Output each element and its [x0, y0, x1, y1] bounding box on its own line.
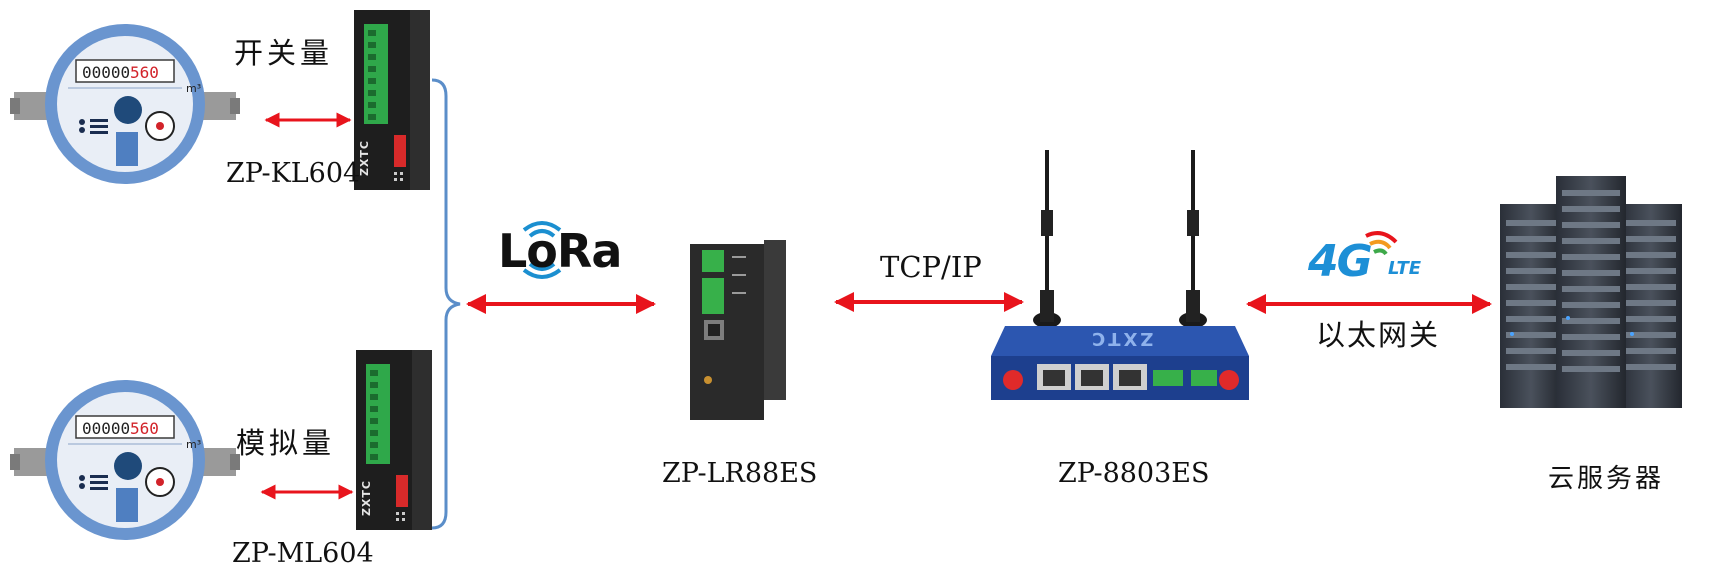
gateway-model-label: ZP-LR88ES [662, 458, 818, 489]
bus-bracket [431, 78, 461, 530]
io-module-bottom-graphic [356, 350, 432, 530]
water-meter-bottom: 00000 560 m³ [10, 378, 240, 543]
router-brand: ZXTC [1089, 328, 1154, 349]
io-module-top-graphic [354, 10, 430, 190]
module-bottom-type-label: 模拟量 [236, 426, 336, 460]
meter-bottom-unit: m³ [186, 438, 202, 451]
module-top-type-label: 开关量 [234, 36, 334, 70]
module-bottom-model-label: ZP-ML604 [232, 538, 374, 569]
tcp-ip-label: TCP/IP [880, 250, 982, 284]
water-meter-top-graphic [10, 24, 240, 184]
server-label: 云服务器 [1548, 464, 1665, 494]
meter-top-digits-red: 560 [130, 63, 159, 82]
io-module-top: ZXTC [354, 10, 430, 190]
router-graphic [991, 150, 1249, 400]
4g-lte-logo: 4G LTE [1304, 228, 1454, 298]
router-model-label: ZP-8803ES [1058, 458, 1210, 489]
4g-logo-sub: LTE [1388, 258, 1422, 279]
meter-top-digits-black: 00000 [82, 63, 131, 82]
meter-bottom-digits-red: 560 [130, 419, 159, 438]
4g-logo-main: 4G [1308, 236, 1373, 287]
cloud-server [1500, 176, 1682, 408]
lora-gateway-graphic [690, 240, 786, 420]
lora-gateway-device [690, 240, 786, 420]
meter-bottom-digits-black: 00000 [82, 419, 131, 438]
server-rack-graphic [1500, 176, 1682, 408]
lora-wave-icon [522, 221, 562, 279]
water-meter-top: 00000 560 m³ [10, 22, 240, 187]
signal-wave-icon [1365, 231, 1398, 256]
module-top-model-label: ZP-KL604 [226, 158, 361, 189]
water-meter-bottom-graphic [10, 380, 240, 540]
io-module-bottom: ZXTC [356, 350, 432, 530]
4g-link-label: 以太网关 [1316, 318, 1441, 352]
lora-logo: LoRa [496, 212, 636, 292]
router-4g-device: ZXTC [985, 150, 1255, 400]
lora-logo-text: LoRa [498, 224, 622, 278]
meter-top-unit: m³ [186, 82, 202, 95]
